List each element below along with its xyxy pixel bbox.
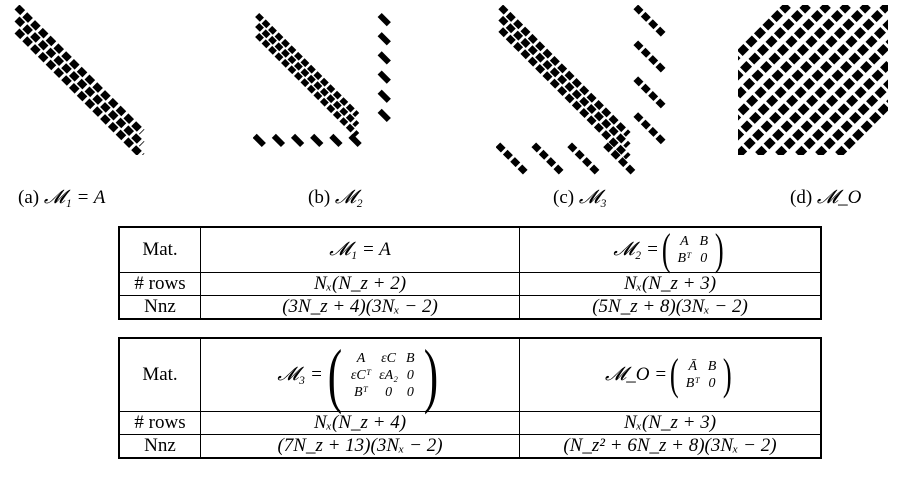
sparsity-pattern-m3	[496, 5, 666, 175]
table2-col1-label: 𝓜₃ =	[277, 364, 323, 385]
sparsity-pattern-m2	[253, 12, 391, 148]
table1-rows-col2: Nₓ(N_z + 3)	[519, 272, 822, 296]
table1-nnz-row: Nnz (3N_z + 4)(3Nₓ − 2) (5N_z + 8)(3Nₓ −…	[118, 295, 822, 320]
matrix-entry: B	[699, 234, 708, 249]
left-paren: (	[670, 350, 679, 399]
matrix-entry: εCᵀ	[350, 367, 372, 383]
caption-d: (d) 𝓜_O	[790, 187, 861, 209]
table1-nnz-col1: (3N_z + 4)(3Nₓ − 2)	[200, 295, 520, 320]
caption-c: (c) 𝓜₃	[553, 187, 607, 209]
table1-nnz-col2: (5N_z + 8)(3Nₓ − 2)	[519, 295, 822, 320]
matrix-entry: A	[680, 234, 689, 249]
pattern-mo-bands	[738, 5, 888, 155]
matrix-entry: εC	[381, 350, 396, 366]
caption-b: (b) 𝓜₂	[308, 187, 363, 209]
caption-a: (a) 𝓜₁ = A	[18, 187, 105, 209]
pattern-m2-bottom-block	[253, 133, 362, 148]
left-paren: (	[661, 225, 671, 274]
sparsity-pattern-m1	[14, 5, 145, 155]
table1-rows-col1: Nₓ(N_z + 2)	[200, 272, 520, 296]
matrix-entry: A	[356, 350, 366, 366]
matrix-entry: Bᵀ	[685, 376, 700, 391]
matrix-entry: 0	[385, 384, 393, 400]
right-paren: )	[723, 350, 733, 399]
pattern-m2-bands	[255, 12, 360, 138]
matrix-entry: 0	[406, 367, 414, 383]
table2-mat-label: Mat.	[118, 337, 201, 412]
matrix-entry: B	[406, 350, 415, 366]
caption-d-prefix: (d)	[790, 187, 813, 208]
pattern-m2-right-block	[377, 12, 391, 123]
table2-rows-row: # rows Nₓ(N_z + 4) Nₓ(N_z + 3)	[118, 411, 822, 435]
table2-nnz-row: Nnz (7N_z + 13)(3Nₓ − 2) (N_z² + 6N_z + …	[118, 434, 822, 459]
sparsity-pattern-mo	[738, 5, 888, 155]
left-paren: (	[327, 335, 343, 415]
caption-b-math: 𝓜₂	[334, 187, 363, 208]
matrix-entry: Ā	[688, 359, 698, 374]
right-paren: )	[423, 335, 438, 415]
table1-nnz-label: Nnz	[118, 295, 201, 320]
caption-a-math: 𝓜₁ = A	[43, 187, 106, 208]
matrix-entry: 0	[700, 251, 708, 266]
caption-a-prefix: (a)	[18, 187, 40, 208]
table2-nnz-label: Nnz	[118, 434, 201, 459]
table2-rows-label: # rows	[118, 411, 201, 435]
table2-rows-col2: Nₓ(N_z + 3)	[519, 411, 822, 435]
table1-rows-row: # rows Nₓ(N_z + 2) Nₓ(N_z + 3)	[118, 272, 822, 296]
pattern-m3-bottom-block	[496, 142, 637, 175]
right-paren: )	[714, 225, 724, 274]
pattern-m3-right-block	[633, 5, 666, 146]
matrix-entry: Bᵀ	[353, 384, 368, 400]
caption-d-math: 𝓜_O	[816, 187, 862, 208]
matrix-entry: Bᵀ	[677, 251, 692, 266]
table2-rows-col1: Nₓ(N_z + 4)	[200, 411, 520, 435]
matrix-entry: 0	[708, 376, 716, 391]
matrix-entry: B	[707, 359, 717, 374]
table1-col1-header: 𝓜₁ = A	[200, 226, 520, 273]
table1-rows-label: # rows	[118, 272, 201, 296]
caption-b-prefix: (b)	[308, 187, 331, 208]
matrix-entry: εA₂	[379, 367, 399, 383]
matrix-entry: 0	[406, 384, 414, 400]
pattern-m1-bands	[14, 5, 145, 155]
table1-col2-label: 𝓜₂ =	[613, 239, 659, 260]
table2-nnz-col2: (N_z² + 6N_z + 8)(3Nₓ − 2)	[519, 434, 822, 459]
caption-c-prefix: (c)	[553, 187, 575, 208]
table2-nnz-col1: (7N_z + 13)(3Nₓ − 2)	[200, 434, 520, 459]
caption-c-math: 𝓜₃	[578, 187, 607, 208]
table1-mat-label: Mat.	[118, 226, 201, 273]
table2-col2-label: 𝓜_O =	[605, 364, 668, 385]
pattern-m3-bands	[498, 5, 631, 160]
